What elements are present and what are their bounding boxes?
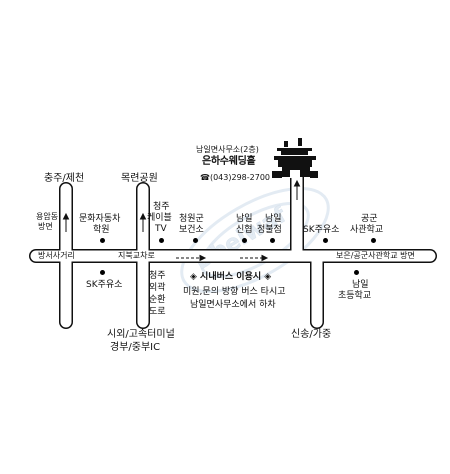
landmark-airforce-1: 공군 <box>361 214 378 224</box>
wedding-hall-building-icon <box>272 138 318 178</box>
landmark-tv-3: TV <box>155 224 167 234</box>
landmark-yongamdong-1: 용암동 <box>36 212 59 221</box>
landmark-namil-shinhyup-2: 신협 <box>236 225 253 235</box>
landmark-elementary-1: 남일 <box>352 280 369 290</box>
landmark-dot-store <box>270 238 275 243</box>
landmark-dot-airforce <box>371 238 376 243</box>
landmark-dot-tv <box>159 238 164 243</box>
bus-info-title: ◈ 시내버스 이용시 ◈ <box>190 272 272 282</box>
landmark-tv-2: 케이블 <box>147 213 172 223</box>
landmark-airforce-2: 사관학교 <box>350 225 384 235</box>
landmark-car-school-2: 학원 <box>93 225 110 235</box>
landmark-namil-store-2: 정불점 <box>257 225 282 235</box>
roads-fill <box>30 166 436 328</box>
venue-phone: ☎(043)298-2700 <box>200 173 270 182</box>
road-label-chungju-jecheon: 충주/제천 <box>44 173 85 184</box>
landmark-outer-road-1: 청주 <box>149 271 166 281</box>
landmark-yongamdong-2: 방면 <box>38 222 53 231</box>
landmark-dot-sk-left <box>100 270 105 275</box>
landmark-health-2: 보건소 <box>179 225 204 235</box>
road-label-bangseo: 방서사거리 <box>38 251 75 260</box>
bus-info-line-1: 미원,문의 방향 버스 타시고 <box>183 287 286 297</box>
road-label-jibuk: 지북교차로 <box>118 251 155 260</box>
landmark-outer-road-2: 외곽 <box>149 283 166 293</box>
road-label-sinsong: 신송/가중 <box>291 329 332 340</box>
road-label-terminal: 시외/고속터미널 <box>107 329 175 340</box>
landmark-namil-shinhyup-1: 남일 <box>236 214 253 224</box>
bus-info-line-2: 남일면사무소에서 하차 <box>190 300 276 310</box>
road-label-ic: 경부/중부IC <box>110 342 161 353</box>
landmark-outer-road-3: 순환 <box>149 295 166 305</box>
road-label-mokryeon-park: 목련공원 <box>121 173 158 184</box>
landmark-dot-car-school <box>100 238 105 243</box>
road-label-boeun: 보은/공군사관학교 방면 <box>336 251 415 260</box>
landmark-outer-road-4: 도로 <box>149 307 166 317</box>
landmark-namil-store-1: 남일 <box>265 214 282 224</box>
route-arrows <box>62 179 301 262</box>
landmark-health-1: 청원군 <box>179 214 204 224</box>
landmark-car-school-1: 문화자동차 <box>79 214 121 224</box>
venue-floor-label: 남일면사무소(2층) <box>196 145 259 154</box>
landmark-sk-right: SK주유소 <box>303 225 340 235</box>
venue-name: 은하수웨딩홀 <box>202 156 256 167</box>
landmark-dot-health <box>193 238 198 243</box>
landmark-dot-sk-right <box>323 238 328 243</box>
landmark-dot-shinhyup <box>242 238 247 243</box>
landmark-sk-left: SK주유소 <box>86 280 123 290</box>
landmark-tv-1: 청주 <box>153 202 170 212</box>
landmark-dot-elementary <box>354 270 359 275</box>
landmark-elementary-2: 초등학교 <box>338 291 372 301</box>
